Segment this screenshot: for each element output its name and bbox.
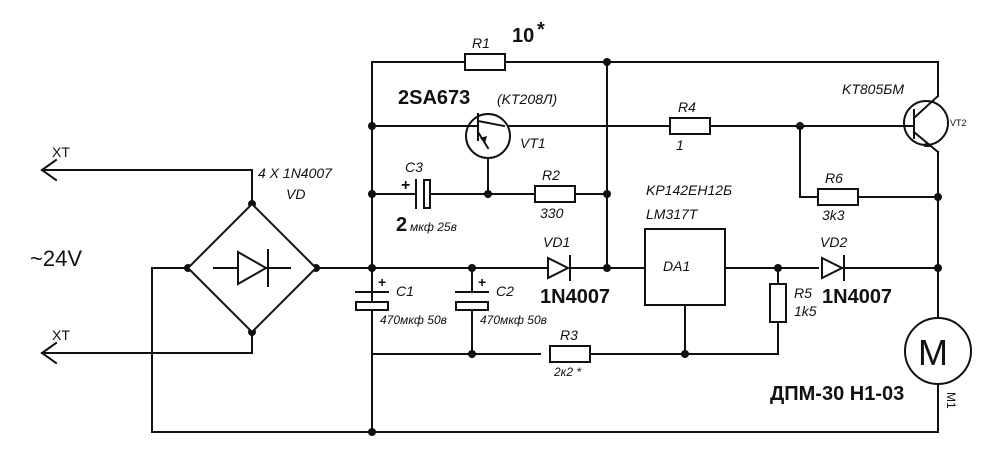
resistor-r3: R3 2к2 * — [549, 327, 591, 379]
junction — [468, 264, 476, 272]
c3-value-big: 2 — [396, 214, 407, 236]
junction — [934, 264, 942, 272]
r1-asterisk: * — [537, 19, 545, 41]
junction — [603, 190, 611, 198]
r4-ref: R4 — [678, 99, 696, 115]
c1-ref: C1 — [396, 283, 414, 299]
vt1-part: 2SA673 — [398, 87, 470, 109]
terminal-top-label: XT — [52, 144, 70, 160]
junction — [368, 428, 376, 436]
c1-plus: + — [378, 274, 386, 290]
resistor-r5: R5 1k5 — [769, 283, 817, 323]
c2-plus: + — [478, 274, 486, 290]
resistor-r1: R1 10 * — [464, 19, 545, 71]
r3-ref: R3 — [560, 327, 578, 343]
c2-ref: C2 — [496, 283, 514, 299]
capacitor-c3: + C3 2 мкф 25в — [396, 159, 457, 236]
r4-value: 1 — [676, 137, 684, 153]
capacitor-c2: + C2 470мкф 50в — [455, 274, 547, 327]
vd1-part: 1N4007 — [540, 286, 610, 308]
vd2-ref: VD2 — [820, 234, 847, 250]
supply-voltage-label: ~24V — [30, 246, 82, 271]
r2-value: 330 — [540, 205, 564, 221]
motor-m1: M M1 ДПМ-30 Н1-03 — [770, 317, 972, 409]
resistor-r4: R4 1 — [669, 99, 711, 153]
r2-ref: R2 — [542, 167, 560, 183]
c3-value: мкф 25в — [410, 220, 457, 234]
r5-ref: R5 — [794, 285, 812, 301]
transistor-vt1: 2SA673 (KT208Л) VT1 — [398, 87, 557, 159]
c2-value: 470мкф 50в — [480, 313, 547, 327]
transistor-vt2: KT805БМ VT2 — [842, 81, 967, 154]
da1-ref: DA1 — [663, 258, 690, 274]
r3-value: 2к2 * — [553, 365, 581, 379]
bridge-part-label: 4 X 1N4007 — [258, 165, 333, 181]
vt1-alt: (KT208Л) — [497, 91, 557, 107]
terminal-bottom: XT — [40, 327, 70, 365]
r5-value: 1k5 — [794, 303, 817, 319]
junction — [603, 58, 611, 66]
junction — [368, 264, 376, 272]
junction — [368, 122, 376, 130]
motor-part: ДПМ-30 Н1-03 — [770, 383, 904, 405]
bridge-part: 4 X 1N4007 — [258, 165, 333, 181]
motor-ref: M1 — [944, 392, 958, 409]
c3-plus: + — [401, 177, 410, 194]
c3-ref: C3 — [405, 159, 423, 175]
diode-bridge: 4 X 1N4007 VD — [186, 165, 333, 334]
vt2-ref: VT2 — [950, 118, 967, 128]
motor-glyph: M — [918, 332, 948, 373]
r1-ref: R1 — [472, 35, 490, 51]
r1-mark: 10 — [512, 25, 534, 47]
vt2-part: KT805БМ — [842, 81, 904, 97]
da1-part2: LM317T — [646, 206, 699, 222]
terminal-top: XT — [40, 144, 70, 182]
capacitor-c1: + C1 470мкф 50в — [355, 274, 447, 327]
vd1-ref: VD1 — [543, 234, 570, 250]
da1-part1: KP142EH12Б — [646, 182, 732, 198]
vd2-part: 1N4007 — [822, 286, 892, 308]
resistor-r2: R2 330 — [534, 167, 576, 221]
junction — [934, 193, 942, 201]
r6-value: 3k3 — [822, 207, 845, 223]
junction — [774, 264, 782, 272]
junction — [468, 350, 476, 358]
junction-dots — [184, 58, 942, 436]
resistor-r6: R6 3k3 — [817, 170, 859, 223]
bridge-ref: VD — [286, 186, 305, 202]
r6-ref: R6 — [825, 170, 843, 186]
diode-vd1: VD1 1N4007 — [540, 234, 610, 308]
terminal-bottom-label: XT — [52, 327, 70, 343]
junction — [681, 350, 689, 358]
vt1-ref: VT1 — [520, 135, 546, 151]
diode-vd2: VD2 1N4007 — [820, 234, 892, 308]
c1-value: 470мкф 50в — [380, 313, 447, 327]
regulator-da1: DA1 KP142EH12Б LM317T — [644, 182, 732, 306]
junction — [796, 122, 804, 130]
junction — [603, 264, 611, 272]
junction — [484, 190, 492, 198]
junction — [368, 190, 376, 198]
